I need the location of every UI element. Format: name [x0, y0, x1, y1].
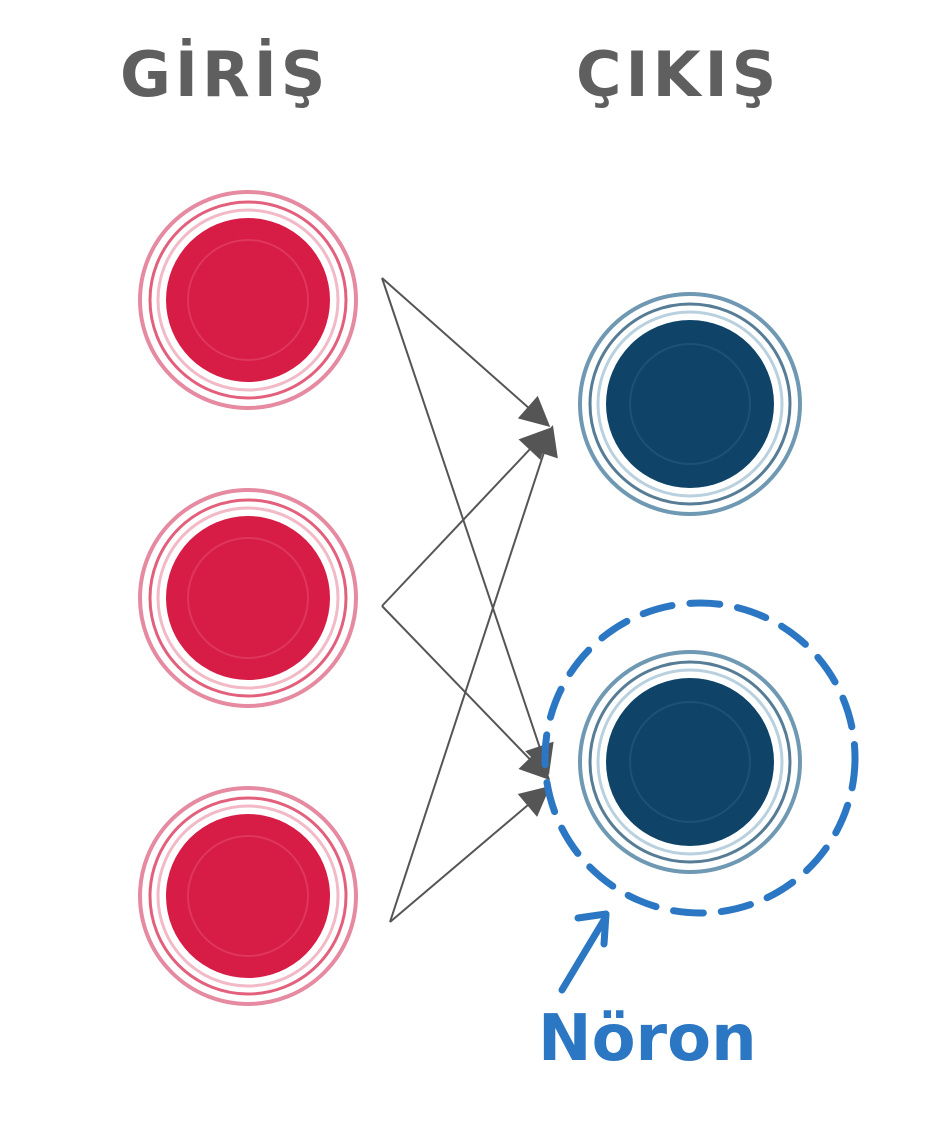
input-node-3 — [138, 786, 358, 1006]
callout-arrow-icon — [558, 910, 610, 994]
neuron-highlight-circle — [541, 599, 859, 917]
connection-in3-out2 — [389, 786, 551, 923]
output-node-1 — [578, 292, 802, 516]
output-node-2 — [578, 650, 802, 874]
input-node-1 — [138, 190, 358, 410]
input-node-2 — [138, 488, 358, 708]
connection-in1-out1 — [381, 277, 551, 427]
connection-in2-out1 — [381, 427, 551, 607]
connection-in1-out2 — [381, 277, 554, 775]
connections — [381, 277, 558, 923]
outputs-heading: ÇIKIŞ — [576, 38, 781, 111]
inputs-heading: GİRİŞ — [120, 38, 330, 111]
neuron-callout-label: Nöron — [538, 1002, 757, 1076]
connection-in3-out1 — [389, 425, 558, 923]
